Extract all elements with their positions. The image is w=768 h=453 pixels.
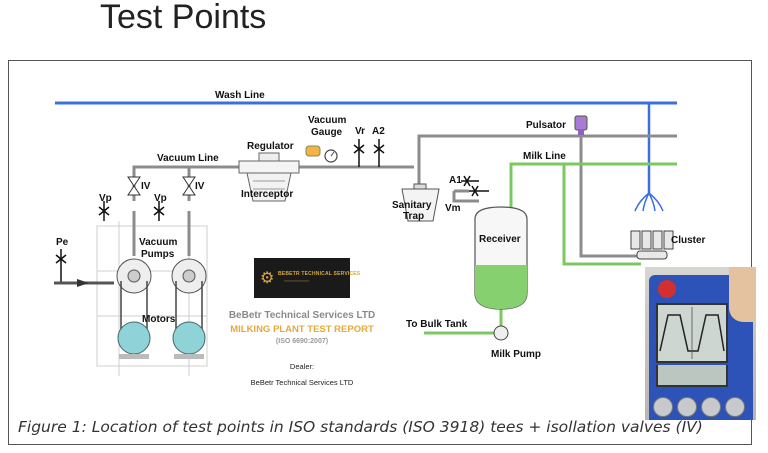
dealer-name: BeBetr Technical Services LTD [250, 378, 354, 387]
interceptor-vessel [246, 172, 292, 202]
vr-label: Vr [355, 126, 365, 137]
test-point-a1-icon [461, 175, 479, 187]
slide-title: Test Points [100, 0, 267, 36]
report-title: MILKING PLANT TEST REPORT [230, 324, 374, 335]
vm-label: Vm [445, 203, 461, 214]
milk-pump-icon [493, 325, 509, 341]
vp-right-label: Vp [154, 193, 167, 204]
sanitary-trap [401, 183, 440, 222]
vp-left-label: Vp [99, 193, 112, 204]
milk-line-pipes [509, 162, 677, 266]
device-button-1[interactable] [653, 397, 673, 417]
gear-icon: ⚙ [260, 270, 275, 287]
vacuum-pump-left [116, 258, 152, 294]
hand [729, 267, 756, 322]
tester-device-body [649, 275, 753, 420]
vacuum-gauge-needle [330, 151, 335, 157]
vacuum-line-label: Vacuum Line [157, 153, 219, 164]
isolation-valve-right [182, 176, 196, 196]
test-point-pe-icon [55, 249, 67, 283]
milking-plant-diagram: Wash Line Vacuum Gauge Regulator Vr A2 P… [54, 90, 706, 376]
device-waveform [659, 307, 725, 359]
pe-label: Pe [56, 237, 69, 248]
pe-inlet [54, 279, 114, 287]
vacuum-gauge-label-1: Vacuum [308, 115, 346, 126]
test-point-vp-right-icon [153, 201, 165, 221]
isolation-valve-left [127, 176, 141, 196]
cluster-label: Cluster [671, 235, 706, 246]
dealer-label: Dealer: [289, 362, 315, 371]
vacuum-pump-right [171, 258, 207, 294]
cluster-teatcups [630, 230, 674, 260]
regulator-assembly [238, 152, 300, 174]
figure-caption: Figure 1: Location of test points in ISO… [18, 418, 703, 436]
test-point-vp-left-icon [98, 201, 110, 221]
interceptor-label: Interceptor [241, 189, 293, 200]
test-point-a2-icon [373, 139, 385, 167]
motor-right [172, 321, 206, 359]
regulator-label: Regulator [247, 141, 294, 152]
vacuum-pumps-label-1: Vacuum [139, 237, 177, 248]
report-iso-standard: (ISO 6690:2007) [275, 338, 329, 345]
tester-device-photo [645, 267, 756, 420]
wash-line-label: Wash Line [215, 90, 265, 101]
device-readout [656, 365, 728, 387]
logo-wordmark: BEBETR TECHNICAL SERVICES [278, 271, 361, 277]
motor-left [117, 321, 151, 359]
receiver-vessel [474, 206, 528, 310]
motors-label: Motors [142, 314, 176, 325]
test-point-vm-icon [469, 185, 489, 197]
test-report-card: ⚙ BEBETR TECHNICAL SERVICES ━━━━━━━━━━━━… [212, 252, 392, 400]
test-point-markers [55, 139, 489, 283]
test-point-vr-icon [353, 139, 365, 167]
sanitary-trap-label-1: Sanitary [392, 200, 432, 211]
iv-left-label: IV [141, 181, 151, 192]
pulsator-icon [574, 115, 588, 135]
device-badge-icon [658, 280, 676, 298]
cluster-icon [634, 192, 664, 212]
milk-line-label: Milk Line [523, 151, 566, 162]
vacuum-gauge-label-2: Gauge [311, 127, 343, 138]
device-button-2[interactable] [677, 397, 697, 417]
milk-pump-label: Milk Pump [491, 349, 541, 360]
device-button-4[interactable] [725, 397, 745, 417]
to-bulk-tank-label: To Bulk Tank [406, 319, 468, 330]
iv-right-label: IV [195, 181, 205, 192]
sanitary-trap-label-2: Trap [403, 211, 424, 222]
receiver-label: Receiver [479, 234, 521, 245]
company-logo: ⚙ BEBETR TECHNICAL SERVICES ━━━━━━━━━━━━… [254, 258, 360, 298]
a1-label: A1 [449, 175, 462, 186]
report-company-name: BeBetr Technical Services LTD [228, 310, 376, 321]
vacuum-pumps-label-2: Pumps [141, 249, 175, 260]
a2-label: A2 [372, 126, 385, 137]
regulator-knob [305, 145, 321, 157]
device-screen [656, 303, 728, 363]
device-button-3[interactable] [701, 397, 721, 417]
receiver-milk-level [475, 265, 527, 309]
pulsator-label: Pulsator [526, 120, 566, 131]
logo-tagline: ━━━━━━━━━━━━━━ [284, 279, 310, 283]
